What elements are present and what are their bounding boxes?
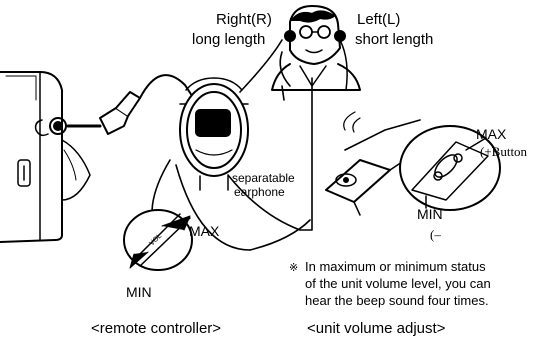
unit-plus-label: (+Button — [480, 145, 527, 159]
player-unit-icon — [0, 72, 90, 242]
unit-min-label: MIN — [417, 207, 443, 222]
left-label: Left(L) — [357, 12, 400, 29]
separatable-label: separatable — [232, 172, 295, 185]
note-mark: ※ — [289, 262, 298, 274]
volume-dial-icon: VOL — [124, 210, 192, 270]
unit-minus-label: (– — [430, 228, 441, 242]
note-line-1: In maximum or minimum status — [305, 260, 486, 274]
left-sub-label: short length — [355, 32, 433, 49]
caption-remote-controller: <remote controller> — [91, 321, 221, 338]
caption-unit-volume-adjust: <unit volume adjust> — [307, 321, 445, 338]
unit-volume-button-icon — [326, 112, 500, 215]
note-line-3: hear the beep sound four times. — [305, 294, 489, 308]
remote-max-label: MAX — [189, 224, 219, 239]
unit-max-label: MAX — [476, 127, 506, 142]
earphone-label: earphone — [234, 186, 285, 199]
right-sub-label: long length — [192, 32, 265, 49]
remote-min-label: MIN — [126, 285, 152, 300]
right-label: Right(R) — [216, 12, 272, 29]
note-line-2: of the unit volume level, you can — [305, 277, 491, 291]
